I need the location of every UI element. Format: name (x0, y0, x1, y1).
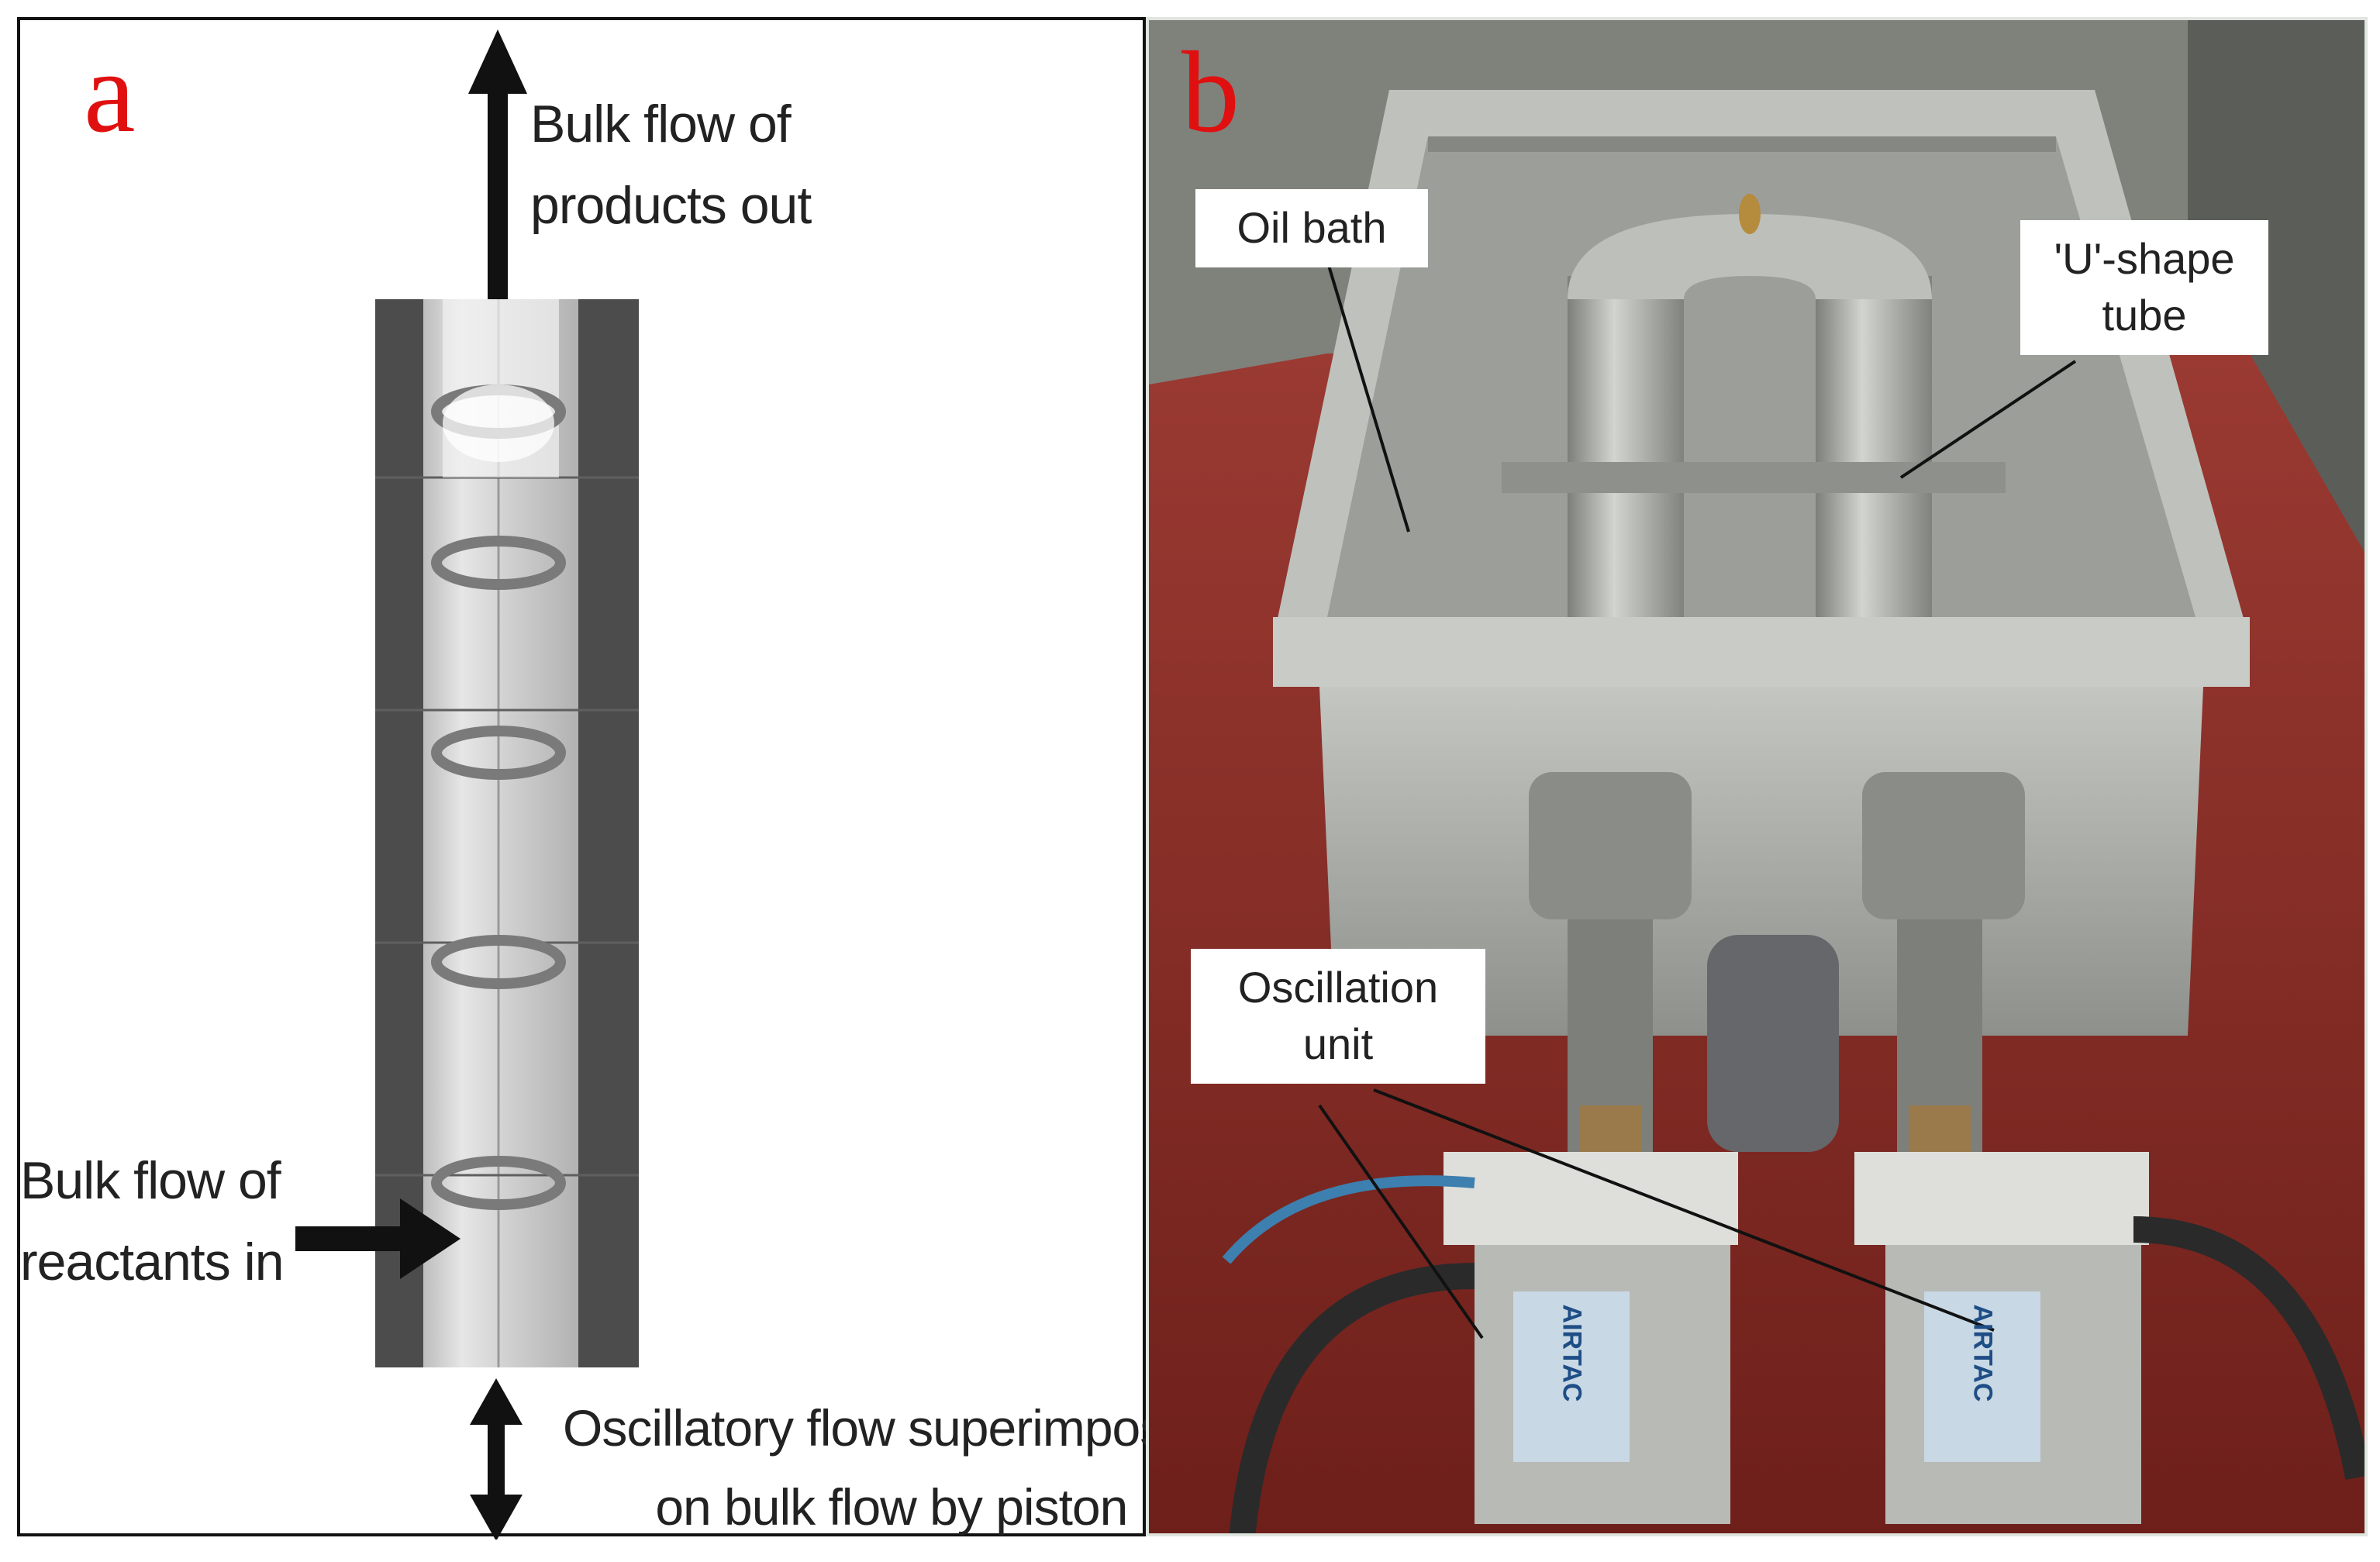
panel-b: b Oil bath 'U'-shape tube Oscillation un… (1146, 17, 2368, 1536)
reactor-photo (1149, 20, 2364, 1533)
air-hose (2133, 1216, 2364, 1481)
products-out-label: Bulk flow of products out (530, 95, 812, 236)
orifice-baffle (431, 726, 566, 780)
cylinder-brand-label-right: AIRTAC (1968, 1304, 1998, 1402)
leader-lines (1318, 260, 2077, 1340)
oscillation-unit-label: Oscillation unit (1191, 949, 1485, 1084)
panel-a: a (17, 17, 1221, 1540)
oil-bath-label: Oil bath (1195, 189, 1428, 267)
panel-a-letter: a (84, 28, 136, 157)
piston-right (1862, 772, 2025, 1191)
pneumatic-cylinder-right (1854, 1152, 2149, 1524)
reactants-in-arrow (295, 1198, 460, 1279)
oscillatory-baffled-reactor-diagram (295, 29, 639, 1540)
reactants-in-label: Bulk flow of reactants in (20, 1151, 285, 1292)
oscillatory-label: Oscillatory flow superimposed on bulk fl… (563, 1399, 1221, 1536)
cylinder-brand-label-left: AIRTAC (1557, 1304, 1587, 1402)
orifice-baffle (431, 935, 566, 989)
orifice-baffle (431, 384, 566, 462)
air-hose (1229, 1263, 1475, 1533)
blue-hose (1222, 1175, 1475, 1264)
center-valve (1707, 935, 1839, 1152)
u-shape-tube-label: 'U'-shape tube (2020, 220, 2268, 355)
orifice-baffle (431, 1156, 566, 1210)
products-out-arrow (468, 29, 527, 307)
oscillatory-flow-arrow (470, 1378, 523, 1540)
u-shape-tube (1502, 194, 2006, 617)
panel-b-letter: b (1181, 28, 1240, 157)
orifice-baffle (431, 536, 566, 590)
pneumatic-cylinder-left (1444, 1152, 1738, 1524)
